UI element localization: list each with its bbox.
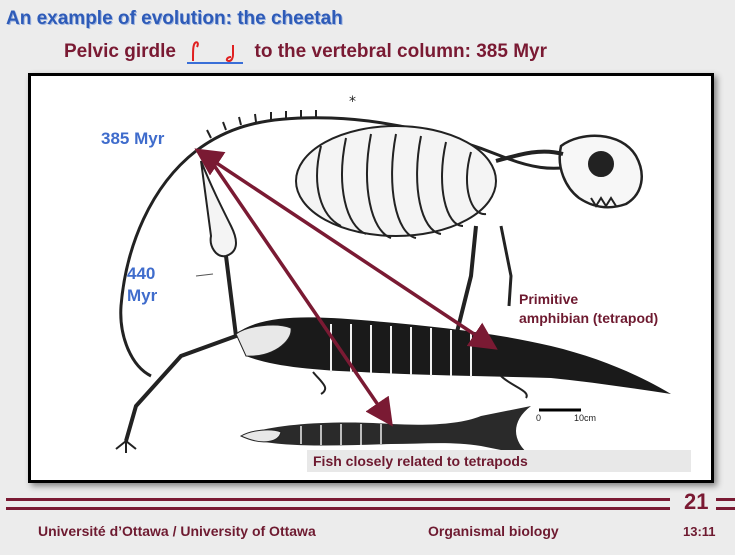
scale-bar: 0 10cm (536, 410, 596, 423)
subtitle-left: Pelvic girdle (64, 41, 176, 62)
slide-title: An example of evolution: the cheetah (6, 8, 343, 30)
footer-university: Université d’Ottawa / University of Otta… (38, 523, 316, 539)
skeleton-illustration: * 0 10cm (31, 76, 711, 480)
leader-440 (196, 274, 213, 276)
label-amphibian-line2: amphibian (tetrapod) (519, 310, 658, 326)
fish-caption: Fish closely related to tetrapods (307, 450, 691, 472)
footer-rule-right-bottom (716, 507, 735, 510)
slide-subtitle: Pelvic girdle to the vertebral column: 3… (64, 39, 547, 67)
slide-number: 21 (684, 489, 708, 515)
footer-rule-right-top (716, 498, 735, 501)
label-440-number: 440 (127, 264, 155, 283)
footer-time: 13:11 (683, 524, 716, 539)
label-385-myr: 385 Myr (101, 129, 165, 148)
footer-course: Organismal biology (428, 523, 559, 539)
svg-text:*: * (349, 94, 356, 110)
scale-zero-label: 0 (536, 413, 541, 423)
handwritten-fd-annotation (185, 39, 245, 65)
skeleton-figure: * 0 10cm (28, 73, 714, 483)
label-amphibian-line1: Primitive (519, 291, 578, 307)
footer-rule-top (6, 498, 670, 501)
cheetah-skeleton: * (116, 94, 642, 453)
footer-rule-bottom (6, 507, 670, 510)
amphibian-skeleton (236, 317, 671, 398)
scale-ten-label: 10cm (574, 413, 596, 423)
subtitle-right: to the vertebral column: 385 Myr (255, 41, 547, 62)
label-440-unit: Myr (127, 286, 158, 305)
